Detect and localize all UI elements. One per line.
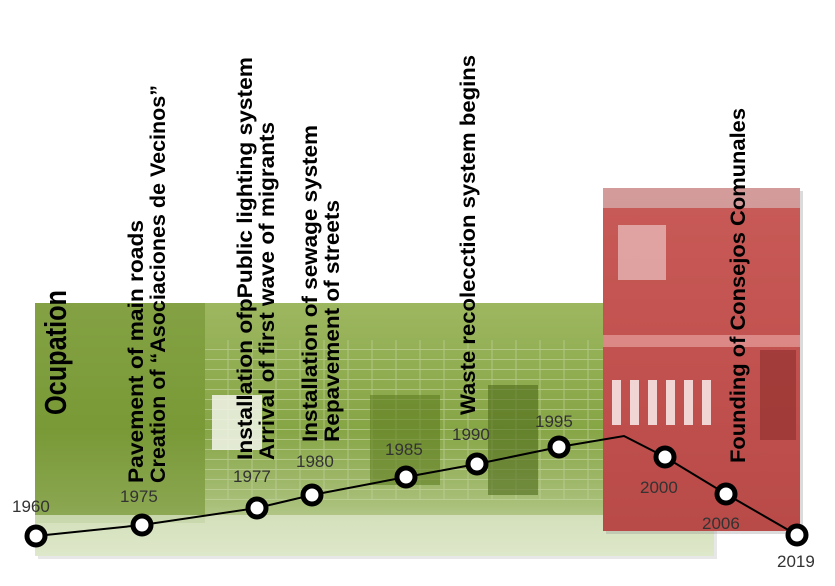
node-1975 bbox=[130, 513, 154, 537]
event-ocupation: Ocupation bbox=[38, 290, 73, 415]
event-asociaciones: Creation of “Asociaciones de Vecinos” bbox=[147, 85, 170, 483]
year-label: 1977 bbox=[233, 467, 271, 486]
year-label: 2000 bbox=[640, 478, 678, 497]
event-repavement: Repavement of streets bbox=[321, 200, 344, 442]
node-1985 bbox=[394, 465, 418, 489]
node-2006 bbox=[714, 482, 738, 506]
node-1990 bbox=[465, 452, 489, 476]
year-label: 1960 bbox=[12, 497, 50, 516]
event-consejos: Founding of Consejos Comunales bbox=[727, 108, 750, 463]
year-label: 1990 bbox=[452, 425, 490, 444]
event-waste: Waste recolecction system begins bbox=[457, 55, 480, 415]
year-label: 1980 bbox=[296, 452, 334, 471]
node-2019 bbox=[785, 523, 809, 547]
node-1960 bbox=[24, 524, 48, 548]
event-migrants: Arrival of first wave of migrants bbox=[256, 122, 279, 460]
red-photo-background bbox=[603, 188, 803, 534]
event-pavement: Pavement of main roads bbox=[125, 220, 148, 483]
year-label: 2019 bbox=[777, 552, 815, 571]
node-2000 bbox=[653, 445, 677, 469]
year-label: 1975 bbox=[120, 487, 158, 506]
year-label: 1995 bbox=[535, 412, 573, 431]
node-1995 bbox=[547, 435, 571, 459]
timeline-nodes bbox=[24, 435, 809, 548]
node-1980 bbox=[300, 483, 324, 507]
year-label: 1985 bbox=[385, 440, 423, 459]
year-label: 2006 bbox=[702, 514, 740, 533]
event-lighting: Installation ofpPublic lighting system bbox=[234, 57, 257, 460]
event-sewage: Installation of sewage system bbox=[299, 125, 322, 442]
node-1977 bbox=[245, 496, 269, 520]
